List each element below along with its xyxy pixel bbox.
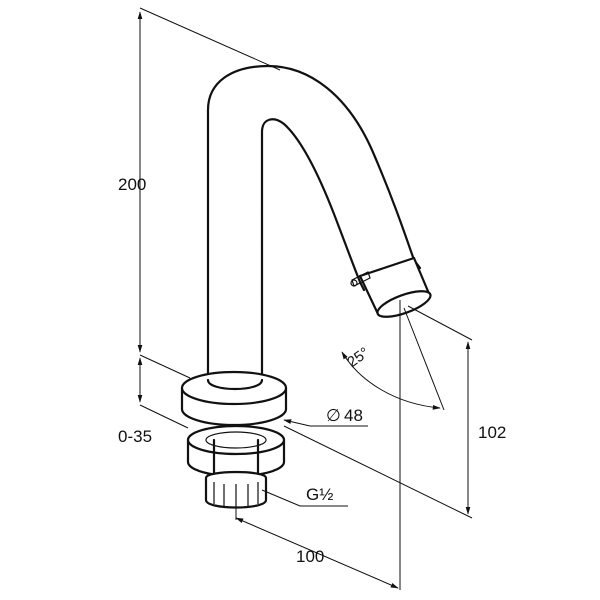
sensor-pin (351, 271, 371, 287)
threaded-connector (204, 470, 268, 509)
spray-angle-arc (341, 351, 441, 410)
diameter-symbol: ∅ (326, 406, 341, 425)
reach-dimension-line (235, 517, 399, 589)
dimension-lines (137, 7, 473, 590)
diameter-leader (283, 419, 311, 427)
height-label: 200 (118, 175, 146, 194)
outlet-height-label: 102 (478, 423, 506, 442)
thread-label: G½ (306, 485, 333, 504)
adjust-range-label: 0-35 (118, 427, 152, 446)
diameter-label: 48 (344, 406, 363, 425)
spray-angle-label: 25° (344, 344, 372, 371)
reach-label: 100 (296, 547, 324, 566)
spout-inner-contour (260, 118, 366, 382)
faucet-body (180, 64, 432, 509)
spout-outlet (376, 290, 432, 318)
dimension-labels: 200 0-35 ∅ 48 G½ 100 102 25° (118, 175, 506, 566)
mounting-washer-top (186, 424, 286, 456)
